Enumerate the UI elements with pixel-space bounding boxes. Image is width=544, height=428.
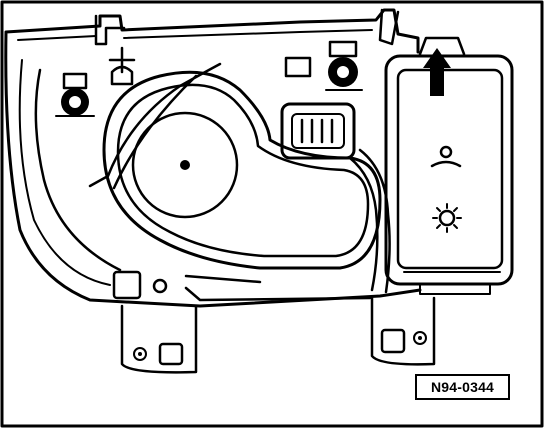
- top-bracket-left: [94, 14, 126, 46]
- figure-reference-code: N94-0344: [415, 374, 510, 400]
- mounting-bracket-right: [370, 296, 436, 366]
- housing-inner-edge: [18, 59, 111, 286]
- bulb-cap: [131, 111, 239, 219]
- housing-bottom-ledge: [184, 274, 372, 302]
- mounting-bracket-left: [120, 304, 198, 374]
- electrical-connector: [280, 102, 356, 160]
- top-bracket-right: [378, 8, 400, 46]
- low-beam-symbol-icon: [430, 145, 462, 168]
- mount-hole-left: [152, 278, 168, 294]
- adjusting-screw-right: [325, 40, 363, 91]
- wiring-harness: [348, 148, 391, 294]
- headlamp-housing: [4, 8, 422, 308]
- retaining-clip: [88, 62, 222, 190]
- housing-tab: [284, 56, 312, 78]
- arrow-up-icon: [423, 48, 451, 96]
- alignment-mark: [108, 46, 136, 86]
- side-lamp-cover: [384, 36, 514, 295]
- bulb-cap-center: [180, 160, 190, 170]
- bulb-cover-inner: [116, 83, 370, 258]
- mount-boss-left: [112, 270, 142, 300]
- housing-top-edge: [17, 29, 373, 41]
- sun-icon: [432, 203, 462, 233]
- adjusting-screw-left: [55, 72, 95, 117]
- housing-left-shell: [34, 68, 122, 272]
